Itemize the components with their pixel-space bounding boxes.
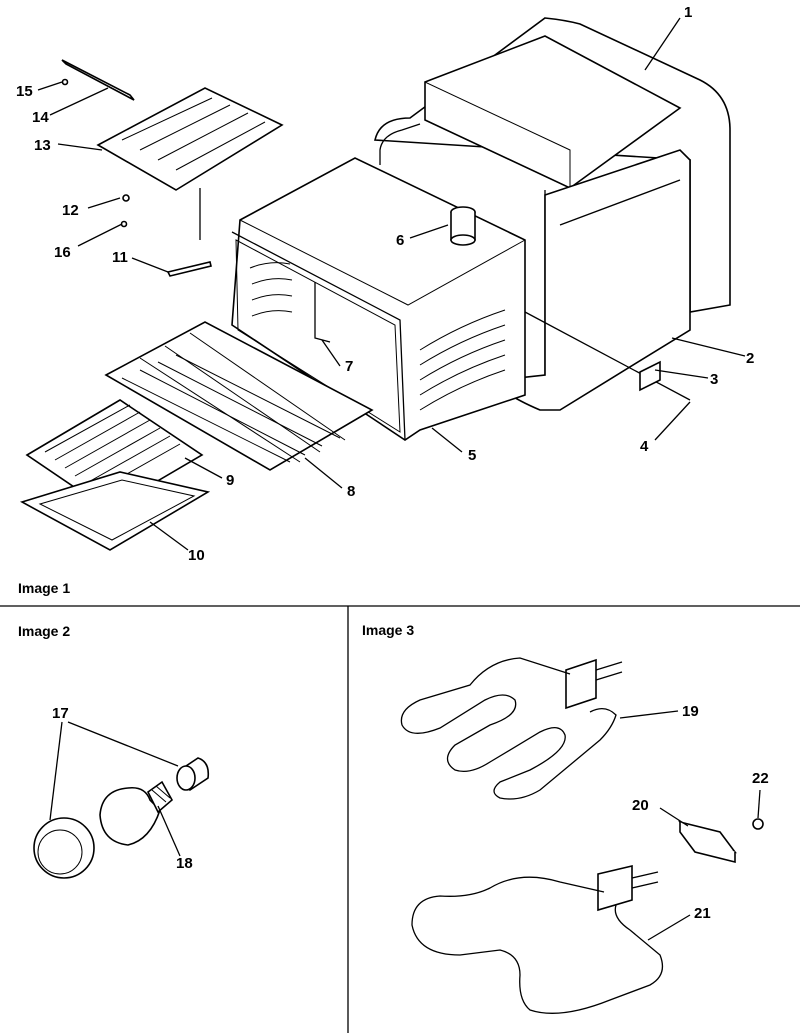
- image1-leader-lines: [37, 17, 746, 551]
- part-18-bulb: [99, 780, 174, 846]
- callout-9: 9: [226, 472, 234, 489]
- image1-oven-assembly: 1 2 3 4 5 6 7 8 9 10 11 12 13 14 15 16 I…: [16, 4, 754, 596]
- callout-4: 4: [640, 438, 649, 455]
- callout-6: 6: [396, 232, 404, 249]
- part-10-broil-pan: [19, 471, 211, 551]
- caption-image-2: Image 2: [18, 623, 70, 639]
- image3-leader-lines: [619, 710, 761, 941]
- callout-2: 2: [746, 350, 754, 367]
- part-3-bracket: [639, 360, 661, 392]
- callout-16: 16: [54, 244, 71, 261]
- part-13-cover: [96, 87, 284, 191]
- part-20-terminal-block: [678, 820, 737, 864]
- part-1-insulation-wrap: [374, 17, 731, 396]
- callout-13: 13: [34, 137, 51, 154]
- callout-11: 11: [112, 249, 128, 266]
- callout-5: 5: [468, 447, 476, 464]
- part-8-oven-rack: [104, 321, 374, 471]
- callout-7: 7: [345, 358, 353, 375]
- part-22-nut: [752, 818, 764, 830]
- part-7-bracket: [314, 282, 331, 343]
- part-11-clip: [166, 261, 212, 277]
- callout-14: 14: [32, 109, 49, 126]
- part-4-rod: [524, 311, 691, 401]
- callout-21: 21: [694, 905, 711, 922]
- callout-18: 18: [176, 855, 193, 872]
- callout-20: 20: [632, 797, 649, 814]
- callout-8: 8: [347, 483, 355, 500]
- part-14-bracket: [61, 59, 135, 101]
- image3-elements: Image 3 19 20 21 22: [362, 622, 769, 1014]
- part-12-screw: [122, 194, 130, 202]
- caption-image-1: Image 1: [18, 580, 70, 596]
- part-19-broil-element: [400, 657, 623, 800]
- panel-frames: [0, 605, 800, 1033]
- callout-15: 15: [16, 83, 33, 100]
- image2-leader-lines: [49, 721, 181, 857]
- callout-19: 19: [682, 703, 699, 720]
- callout-3: 3: [710, 371, 718, 388]
- callout-1: 1: [684, 4, 692, 21]
- part-6-light-socket: [450, 206, 476, 246]
- image2-light-assembly: Image 2 17 18: [18, 623, 210, 879]
- callout-12: 12: [62, 202, 79, 219]
- callout-22: 22: [752, 770, 769, 787]
- callout-17: 17: [52, 705, 69, 722]
- part-17-lens: [33, 757, 210, 879]
- part-15-screw: [61, 78, 69, 86]
- callout-10: 10: [188, 547, 205, 564]
- caption-image-3: Image 3: [362, 622, 414, 638]
- part-16-screw: [120, 220, 128, 228]
- part-21-bake-element: [411, 864, 664, 1014]
